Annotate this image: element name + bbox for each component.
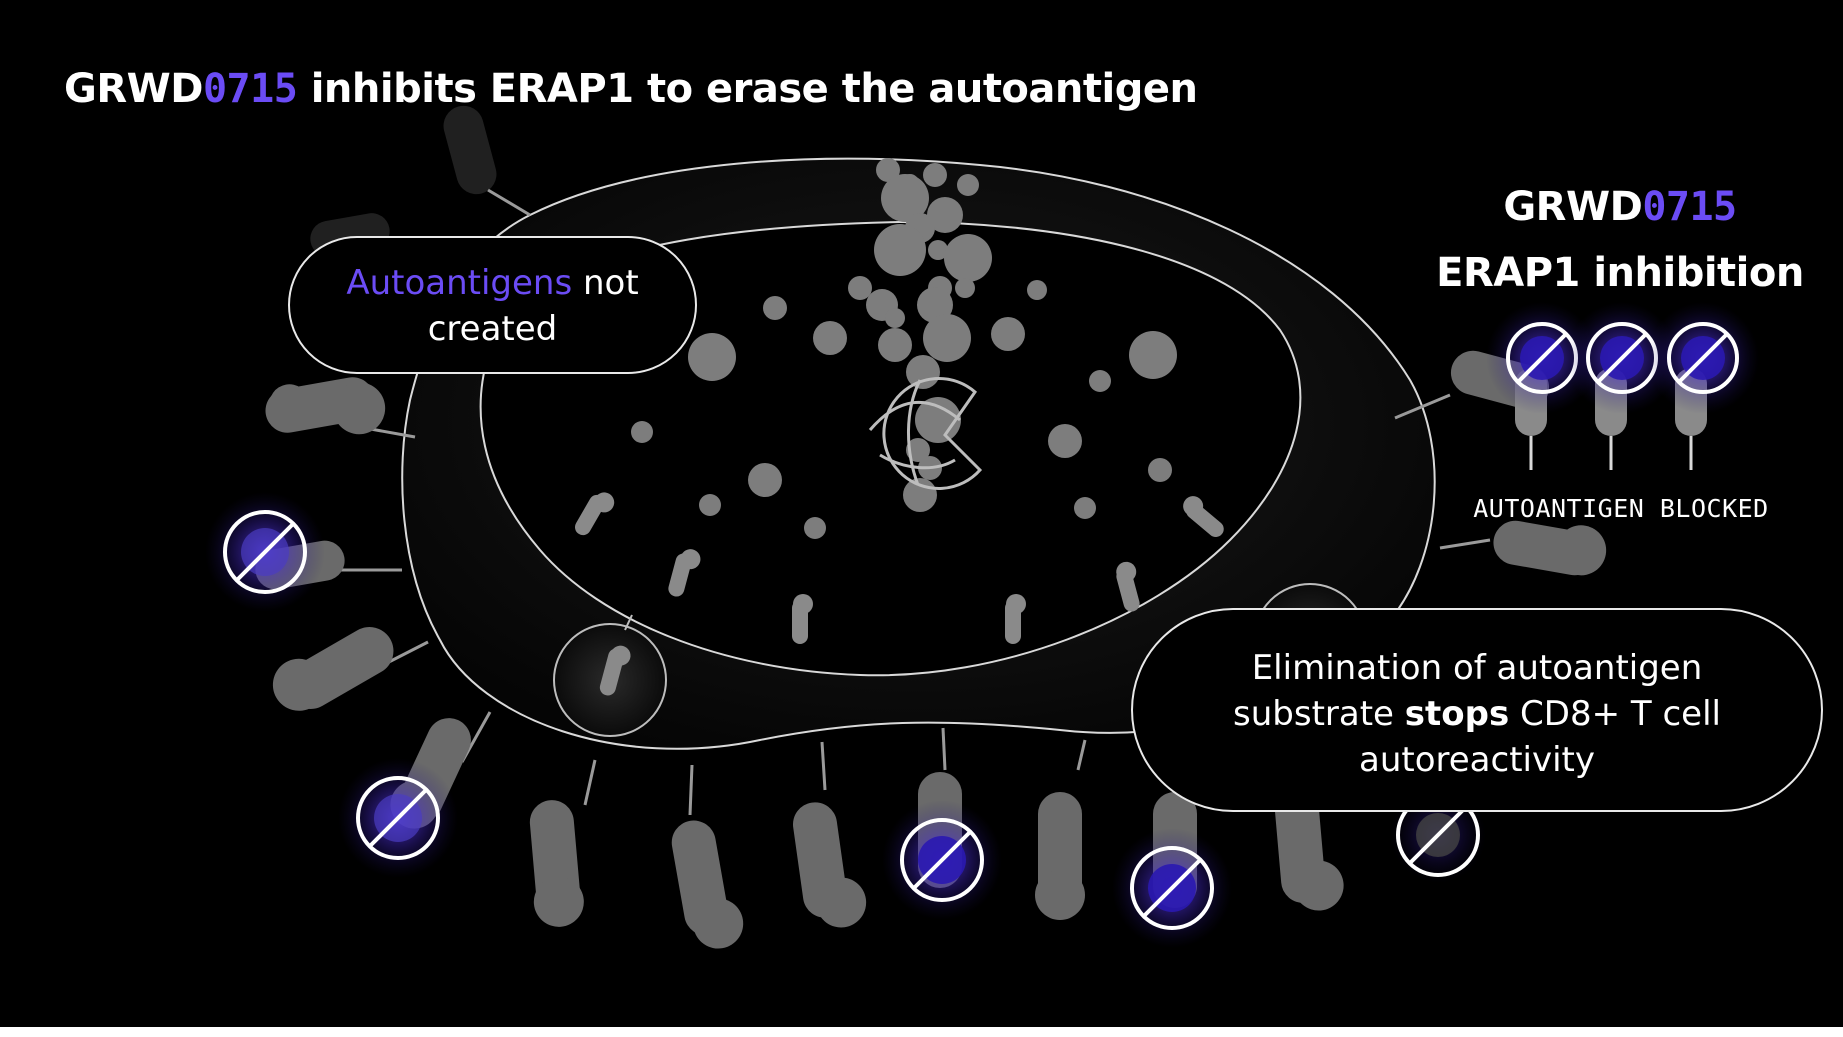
blocked-autoantigen-icon — [882, 800, 1002, 920]
callout-bottom-pre: substrate — [1233, 694, 1405, 734]
blocked-autoantigen-icons — [205, 302, 1759, 948]
heading-line-1: GRWD0715 — [1400, 174, 1840, 240]
callout-autoantigens-not-created: Autoantigens not created — [288, 236, 697, 374]
peptide-cluster — [631, 158, 1177, 539]
blocked-autoantigen-icon — [1112, 828, 1232, 948]
callout-top-rest: not — [572, 263, 639, 303]
callout-top-line-2: created — [427, 309, 558, 349]
heading-prefix: GRWD — [1503, 184, 1643, 230]
heading-code: 0715 — [1642, 184, 1737, 230]
blocked-autoantigen-icon — [1566, 302, 1678, 414]
er-molecules — [575, 492, 1224, 644]
callout-bottom-post: CD8+ T cell — [1509, 694, 1721, 734]
autoantigen-blocked-label: AUTOANTIGEN BLOCKED — [1473, 494, 1769, 523]
blocked-molecule-stems — [1529, 436, 1693, 470]
blocked-autoantigen-icon — [1486, 302, 1598, 414]
callout-elimination: Elimination of autoantigen substrate sto… — [1131, 608, 1823, 812]
title-code: 0715 — [202, 66, 298, 112]
vesicle-molecule — [599, 645, 631, 696]
title-prefix: GRWD — [64, 66, 203, 112]
callout-top-line-1: Autoantigens not — [290, 260, 695, 306]
callout-bottom-line-3: autoreactivity — [1359, 740, 1595, 780]
callout-bottom-bold: stops — [1404, 694, 1510, 734]
bottom-border — [0, 1027, 1843, 1037]
blocked-autoantigen-icon — [1647, 302, 1759, 414]
erap1-enzyme — [868, 377, 983, 490]
blocked-autoantigen-icon — [338, 758, 458, 878]
callout-top-accent: Autoantigens — [346, 263, 573, 303]
callout-bottom-line-1: Elimination of autoantigen — [1251, 648, 1703, 688]
surface-molecules — [255, 105, 1607, 949]
blocked-autoantigen-icon — [205, 492, 325, 612]
heading-line-2: ERAP1 inhibition — [1436, 250, 1804, 296]
right-panel-heading: GRWD0715 ERAP1 inhibition — [1400, 174, 1840, 306]
page-title: GRWD0715 inhibits ERAP1 to erase the aut… — [64, 66, 1198, 112]
title-suffix: inhibits ERAP1 to erase the autoantigen — [297, 66, 1198, 112]
callout-bottom-line-2: substrate stops CD8+ T cell — [1133, 691, 1821, 737]
